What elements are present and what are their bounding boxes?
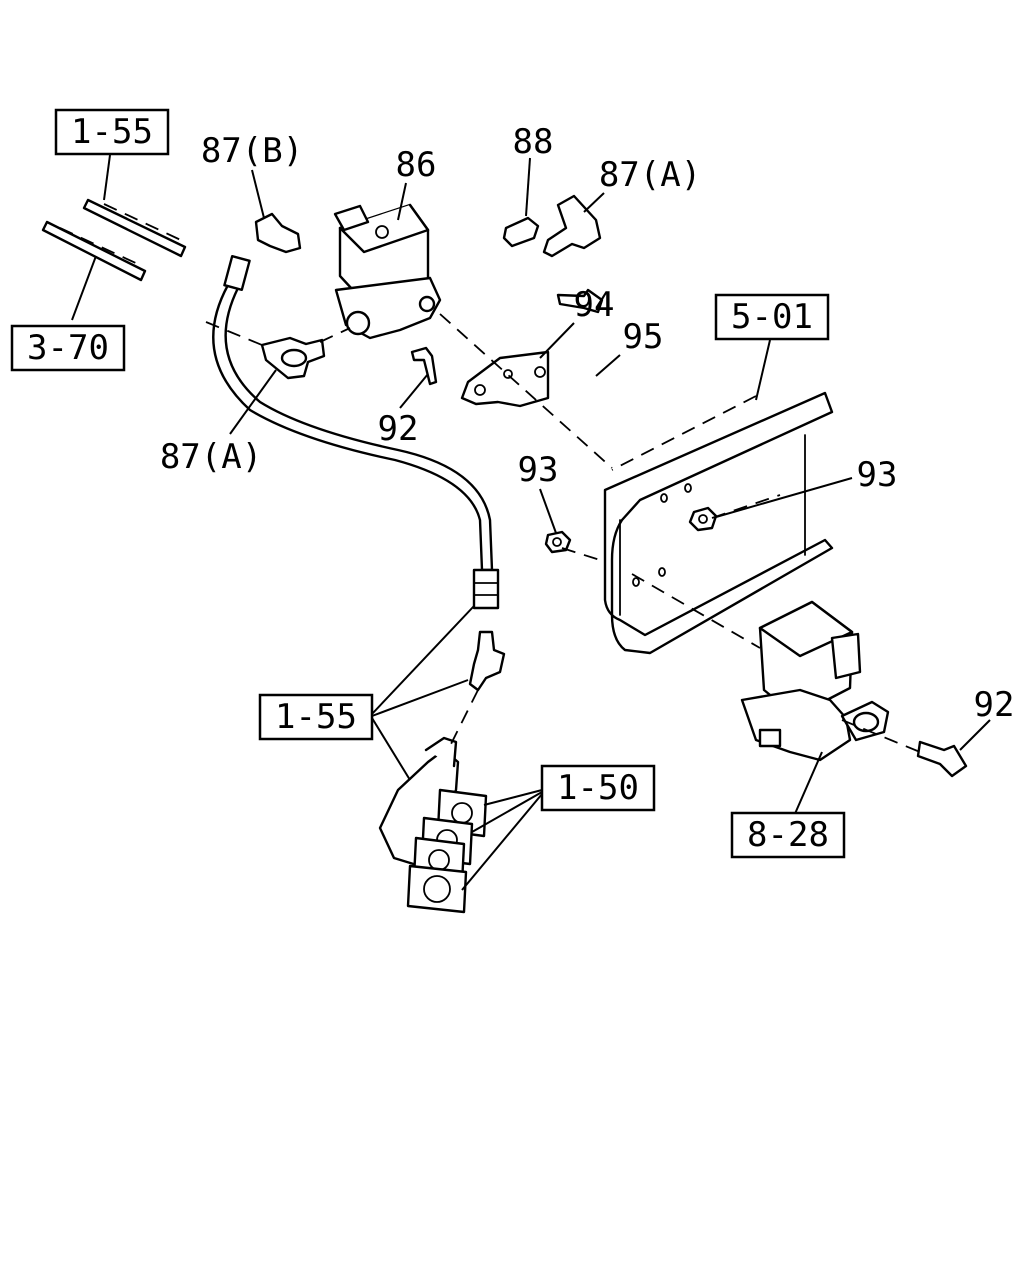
ref-box-5-01: 5-01 <box>714 293 830 341</box>
ref-box-1-50-label: 1-50 <box>557 768 639 808</box>
ref-box-1-55-top: 1-55 <box>54 108 170 156</box>
bolt-92-upper <box>410 346 438 386</box>
bolt-95 <box>556 288 604 314</box>
bracket-94 <box>460 350 550 408</box>
callout-86: 86 <box>396 145 437 185</box>
callout-94: 94 <box>574 285 615 325</box>
callout-95: 95 <box>623 317 664 357</box>
ref-box-3-70: 3-70 <box>10 324 126 372</box>
callout-88: 88 <box>513 122 554 162</box>
hose-assembly <box>41 198 506 692</box>
manifold-1-50 <box>378 736 488 914</box>
ref-box-1-55-center-label: 1-55 <box>275 697 357 737</box>
valve-8-28 <box>740 600 890 762</box>
leader-lines <box>71 154 991 891</box>
ref-box-8-28-label: 8-28 <box>747 815 829 855</box>
callout-93-left: 93 <box>518 450 559 490</box>
ref-box-1-50: 1-50 <box>540 764 656 812</box>
callout-92-lower: 92 <box>974 685 1015 725</box>
ref-box-8-28: 8-28 <box>730 811 846 859</box>
fitting-87a-left <box>260 336 326 380</box>
callout-87a-left: 87(A) <box>160 437 262 477</box>
valve-86 <box>333 203 442 340</box>
callout-93-right: 93 <box>857 455 898 495</box>
plug-88 <box>502 216 540 248</box>
install-lines <box>59 203 921 753</box>
ref-box-3-70-label: 3-70 <box>27 328 109 368</box>
bolt-92-lower <box>916 740 968 778</box>
fitting-87b <box>254 212 302 254</box>
ref-box-5-01-label: 5-01 <box>731 297 813 337</box>
ref-box-1-55-center: 1-55 <box>258 693 374 741</box>
nut-93-right <box>688 506 718 532</box>
ref-box-1-55-top-label: 1-55 <box>71 112 153 152</box>
callout-87a-top: 87(A) <box>599 155 701 195</box>
callout-92-upper: 92 <box>378 409 419 449</box>
callout-87b: 87(B) <box>201 131 303 171</box>
frame-rail <box>603 391 834 655</box>
